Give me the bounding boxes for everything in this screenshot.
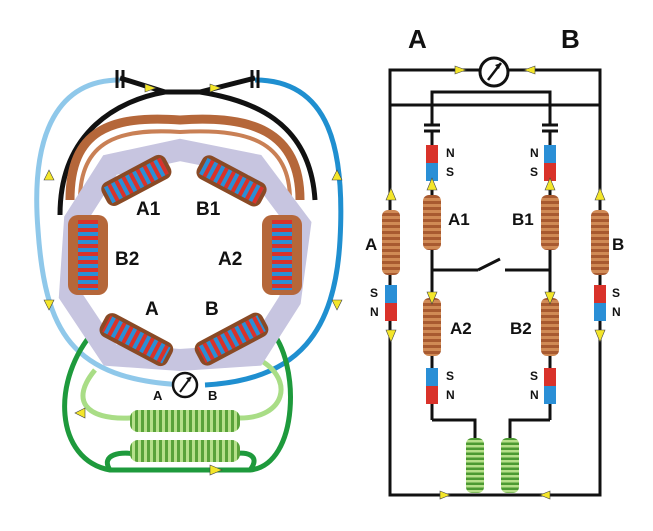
coil-a2 (262, 215, 302, 295)
pole-bottom-left-2: N (446, 388, 455, 402)
coil-b2 (68, 215, 108, 295)
schematic-top-label-b: B (561, 24, 580, 54)
pole-side-right-1: S (612, 286, 620, 300)
pole-side-left-2: N (370, 305, 379, 319)
direction-arrows (43, 65, 606, 500)
schematic-coil-a (382, 210, 400, 275)
schematic-coil-b2 (541, 298, 559, 356)
schematic-capacitor-wire (430, 90, 552, 125)
wire-black (57, 75, 318, 216)
pole-side-right-2: N (612, 305, 621, 319)
schematic-coil-a2 (423, 298, 441, 356)
switch-icon (477, 257, 501, 272)
pole-bottom-left-1: S (446, 369, 454, 383)
coil-a1 (101, 154, 172, 206)
magnet-bottom-left (426, 368, 438, 404)
pole-side-left-1: S (370, 286, 378, 300)
schematic-top-label-a: A (408, 24, 427, 54)
pole-top-right-1: N (530, 146, 539, 160)
capacitor-left (115, 70, 125, 88)
coil-b (194, 312, 269, 366)
pole-bottom-right-2: N (530, 388, 539, 402)
meter-label-a: A (153, 388, 163, 403)
ammeter-icon (171, 371, 199, 399)
schematic-coil-b (591, 210, 609, 275)
schematic-bottom-left (432, 418, 477, 440)
magnet-side-left (385, 285, 397, 321)
coil-label-a1: A1 (136, 199, 161, 220)
schematic-label-a1: A1 (448, 210, 470, 229)
coil-label-a2: A2 (218, 249, 242, 270)
schematic-label-b1: B1 (512, 210, 534, 229)
magnet-side-right (594, 285, 606, 321)
wire-blue (204, 77, 344, 388)
schematic-label-side-a: A (365, 235, 377, 254)
green-coil-upper (130, 410, 240, 432)
coil-a (99, 313, 174, 367)
coil-label-b1: B1 (196, 199, 221, 220)
schematic-green-coil-left (466, 438, 484, 493)
schematic-label-side-b: B (612, 235, 624, 254)
wire-green (62, 328, 293, 473)
coil-b1 (196, 155, 267, 207)
coil-label-a: A (145, 299, 159, 320)
magnet-bottom-right (544, 368, 556, 404)
schematic-green-coil-right (501, 438, 519, 493)
magnet-top-right (544, 145, 556, 181)
pole-top-left-2: S (446, 165, 454, 179)
schematic-label-a2: A2 (450, 319, 472, 338)
meter-label-b: B (208, 388, 217, 403)
pole-top-left-1: N (446, 146, 455, 160)
pole-bottom-right-1: S (530, 369, 538, 383)
schematic-coil-b1 (541, 195, 559, 250)
magnet-top-left (426, 145, 438, 181)
green-coil-lower (130, 440, 240, 462)
schematic-label-b2: B2 (510, 319, 532, 338)
copper-loop-top-2 (78, 129, 292, 201)
copper-loop-top (65, 114, 305, 201)
schematic-ammeter-icon (478, 56, 510, 88)
pole-top-right-2: S (530, 165, 538, 179)
left-diagram: A1 B1 B2 A2 A B A B (34, 70, 344, 473)
right-diagram: A B A B A1 B1 A2 B2 N S N S S N S N S N … (365, 24, 624, 497)
schematic-coil-a1 (423, 195, 441, 250)
capacitor-right (250, 70, 260, 88)
schematic-outer-wire (388, 68, 602, 497)
wire-light-blue (34, 77, 186, 388)
schematic-bottom-right (508, 418, 550, 440)
coil-label-b: B (205, 299, 219, 320)
coil-label-b2: B2 (115, 249, 139, 270)
